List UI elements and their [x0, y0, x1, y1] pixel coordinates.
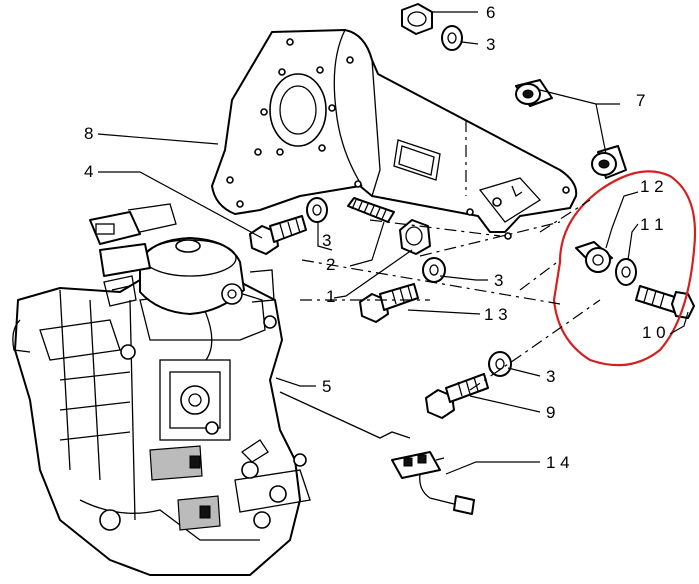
callout-5: 5 — [322, 377, 331, 396]
callout-3-upper: 3 — [486, 35, 495, 54]
sensor-cable — [279, 391, 411, 439]
callout-labels: 6 3 7 8 4 1 2 1 1 3 2 3 1 1 3 1 0 3 5 9 … — [84, 3, 666, 472]
callout-6: 6 — [486, 3, 495, 22]
bushing-7-upper — [515, 79, 553, 107]
stud-2 — [347, 197, 395, 223]
callout-3-mid: 3 — [322, 231, 331, 250]
callout-2: 2 — [326, 255, 335, 274]
callout-8: 8 — [84, 124, 93, 143]
washer-3-lower — [488, 351, 512, 377]
callout-13: 1 3 — [484, 305, 508, 324]
assembly-axes — [300, 120, 601, 391]
washer-3-upper — [441, 25, 463, 51]
callout-11: 1 1 — [640, 215, 664, 234]
callout-4: 4 — [84, 162, 93, 181]
washer-3-mid — [306, 197, 328, 223]
spacer-12 — [575, 241, 613, 273]
callout-9: 9 — [546, 403, 555, 422]
injection-pump — [12, 279, 311, 576]
callout-10: 1 0 — [642, 323, 666, 342]
leader-lines — [97, 11, 689, 475]
highlight-circle — [552, 170, 697, 367]
bolt-9 — [425, 373, 489, 419]
bushing-7-lower — [591, 145, 627, 179]
callout-7: 7 — [636, 91, 645, 110]
pump-governor-housing — [89, 203, 275, 315]
callout-3-right: 3 — [494, 271, 503, 290]
callout-12: 1 2 — [640, 177, 664, 196]
mounting-bracket — [211, 29, 578, 240]
sensor-14 — [391, 451, 475, 515]
bolt-13 — [359, 283, 419, 323]
callout-14: 1 4 — [546, 453, 570, 472]
spacer-nut-1 — [399, 219, 431, 255]
washer-3-right — [422, 257, 446, 283]
callout-1: 1 — [326, 287, 335, 306]
bolt-4 — [249, 215, 307, 255]
hex-nut-6 — [401, 3, 433, 35]
washer-11 — [615, 258, 637, 286]
callout-3-lower: 3 — [546, 367, 555, 386]
